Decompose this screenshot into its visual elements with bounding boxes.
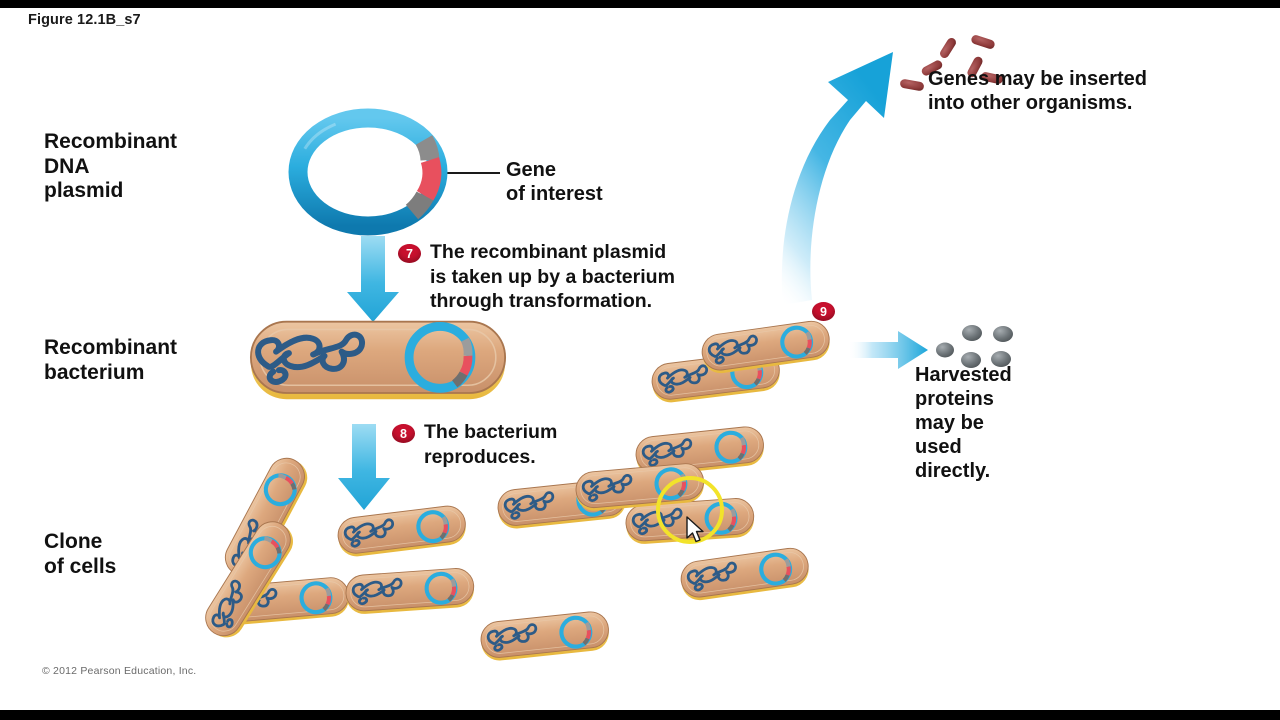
step-7-badge: 7 (398, 244, 421, 263)
text-harvested-proteins: Harvested proteins may be used directly. (915, 364, 1012, 482)
copyright-notice: © 2012 Pearson Education, Inc. (42, 665, 197, 677)
step-9-badge: 9 (812, 302, 835, 321)
recombinant-plasmid-illustration (288, 108, 448, 236)
label-recombinant-bacterium: Recombinant bacterium (44, 336, 178, 384)
step-8-badge: 8 (392, 424, 415, 443)
arrow-to-organisms (781, 52, 893, 305)
inserted-organisms-icons (900, 35, 1003, 91)
gene-leader-line (438, 172, 500, 174)
step-7-callout: 7 The recombinant plasmid is taken up by… (398, 240, 675, 314)
step-8-callout: 8 The bacterium reproduces. (392, 420, 557, 469)
letterbox-bar-top (0, 0, 1280, 8)
arrow-to-proteins (848, 331, 928, 369)
text-genes-inserted: Genes may be inserted into other organis… (928, 68, 1147, 114)
arrow-plasmid-to-bacterium (347, 236, 399, 322)
figure-label: Figure 12.1B_s7 (28, 12, 141, 28)
recombinant-bacterium-cell (249, 320, 507, 401)
label-clone-of-cells: Clone of cells (44, 530, 117, 578)
label-gene-of-interest: Gene of interest (506, 159, 603, 205)
clone-cell (344, 566, 476, 616)
step-9-callout: 9 (812, 302, 835, 321)
clone-cell (335, 503, 469, 559)
label-recombinant-dna-plasmid: Recombinant DNA plasmid (44, 130, 178, 203)
letterbox-bar-bottom (0, 710, 1280, 720)
clone-cell (478, 609, 612, 663)
harvested-protein-blobs (936, 325, 1013, 368)
step-8-text: The bacterium reproduces. (424, 421, 558, 468)
arrow-bacterium-to-clone (338, 424, 390, 510)
step-7-text: The recombinant plasmid is taken up by a… (430, 241, 675, 313)
clone-cell (678, 545, 812, 603)
